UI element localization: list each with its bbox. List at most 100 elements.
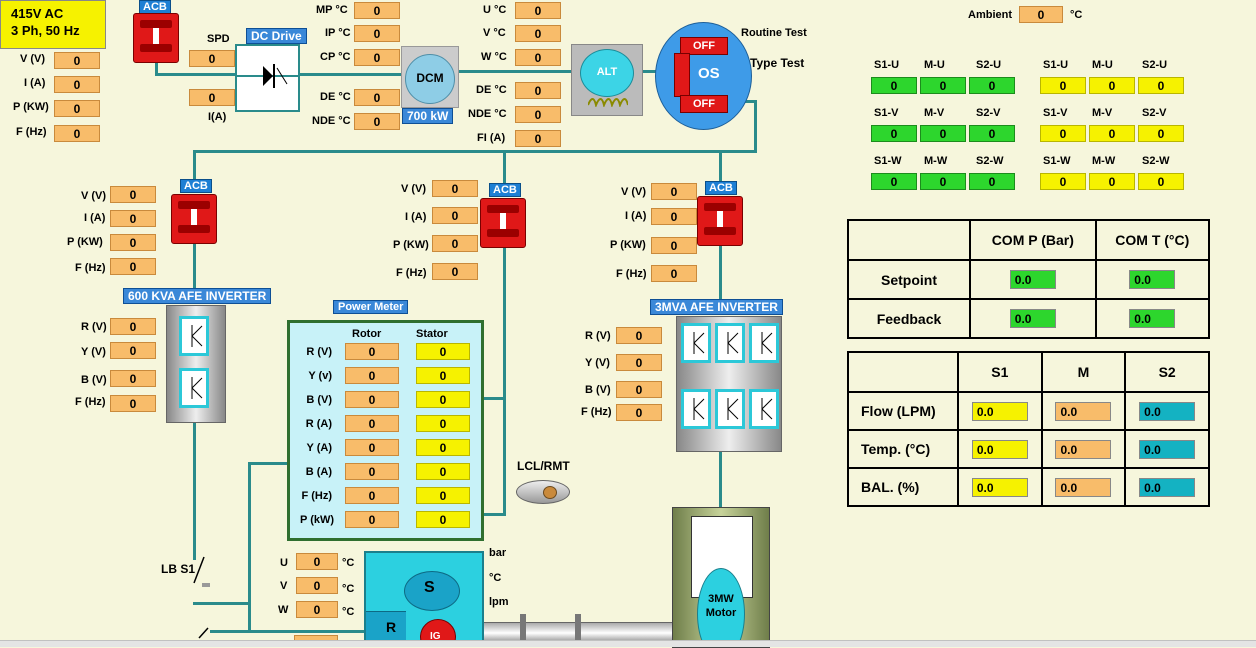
com-t-setpoint[interactable]: 0.0 — [1129, 270, 1176, 289]
flow-table: S1 M S2 Flow (LPM) 0.0 0.0 0.0 Temp. (°C… — [847, 351, 1210, 507]
bal-m: 0.0 — [1055, 477, 1112, 497]
r3-v-label: V (V) — [621, 186, 647, 198]
wg-s1u-value: 0 — [871, 77, 917, 94]
ambient-value: 0 — [1019, 6, 1063, 23]
acb-left[interactable] — [171, 194, 217, 244]
wg-s1u-label: S1-U — [874, 59, 900, 71]
ip-value: 0 — [354, 25, 400, 42]
os-top-off[interactable]: OFF — [680, 37, 728, 55]
os-feed-h — [740, 100, 757, 103]
lb-s1-label: LB S1 — [161, 562, 196, 576]
alt-label: ALT — [596, 66, 618, 78]
r3-b-value: 0 — [616, 381, 662, 398]
com-t-header: COM T (°C) — [1094, 219, 1211, 261]
motor-label-2: Motor — [705, 607, 737, 619]
inv600-f-label: F (Hz) — [75, 262, 106, 274]
pm-stator-value: 0 — [416, 415, 470, 432]
r3-r-value: 0 — [616, 327, 662, 344]
type-test-label[interactable]: Type Test — [750, 56, 805, 70]
inv3mva-cabinet[interactable] — [676, 316, 782, 452]
supply-f-label: F (Hz) — [16, 126, 47, 138]
wy-mu-value: 0 — [1089, 77, 1135, 94]
scrollbar-strip[interactable] — [0, 640, 1256, 647]
wy-s2w-value: 0 — [1138, 173, 1184, 190]
pm-rotor-value: 0 — [345, 343, 399, 360]
temp-s1: 0.0 — [971, 439, 1028, 459]
fi-label: FI (A) — [477, 132, 506, 144]
lb-s1-switch-2[interactable] — [198, 626, 212, 640]
pm-stator-value: 0 — [416, 511, 470, 528]
mid-i-value: 0 — [432, 207, 478, 224]
ig-v-label: V — [280, 580, 288, 592]
inv600-cabinet[interactable] — [166, 305, 226, 423]
ig-r-label: R — [386, 619, 397, 635]
wy-s1u-value: 0 — [1040, 77, 1086, 94]
alt-v-label: V °C — [483, 27, 506, 39]
fi-value: 0 — [515, 130, 561, 147]
bal-s1: 0.0 — [971, 477, 1028, 497]
supply-phase: 3 Ph, 50 Hz — [11, 23, 80, 38]
inv600-r-label: R (V) — [81, 321, 107, 333]
acb-right[interactable] — [697, 196, 743, 246]
pm-row-label: R (A) — [305, 418, 332, 430]
wg-mu-value: 0 — [920, 77, 966, 94]
r3-f-value: 0 — [651, 265, 697, 282]
wg-s2w-value: 0 — [969, 173, 1015, 190]
wy-s1v-label: S1-V — [1043, 107, 1068, 119]
com-p-feedback: 0.0 — [1009, 309, 1056, 328]
ig-left-h1 — [248, 462, 288, 465]
bus-dcm — [300, 73, 404, 76]
alternator[interactable]: ALT — [571, 44, 643, 116]
flow-corner — [847, 351, 959, 393]
ig-unit-bar: bar — [489, 547, 507, 559]
wy-s1w-value: 0 — [1040, 173, 1086, 190]
com-corner — [847, 219, 971, 261]
inv600-v-value: 0 — [110, 186, 156, 203]
motor-3mw[interactable]: 3MW Motor — [672, 507, 770, 648]
mid-i-label: I (A) — [405, 211, 427, 223]
right-drop — [719, 150, 722, 190]
wy-s2w-label: S2-W — [1142, 155, 1170, 167]
bal-label: BAL. (%) — [847, 467, 959, 507]
alt-de-label: DE °C — [476, 84, 507, 96]
os-switch[interactable]: OFF OS OFF — [655, 22, 752, 130]
ig-machine[interactable]: S R IG — [364, 551, 484, 646]
r3-r-label: R (V) — [585, 330, 611, 342]
ambient-label: Ambient — [968, 9, 1012, 21]
alt-u-label: U °C — [483, 4, 507, 16]
wy-s1v-value: 0 — [1040, 125, 1086, 142]
flow-m-header: M — [1040, 351, 1127, 393]
ig-v-unit: °C — [342, 583, 355, 595]
lcl-rmt-toggle[interactable] — [516, 480, 570, 504]
r3-fo-label: F (Hz) — [581, 406, 612, 418]
lb-s1-switch[interactable] — [192, 553, 212, 589]
pm-row-label: P (kW) — [300, 514, 335, 526]
routine-test-label[interactable]: Routine Test — [741, 27, 807, 39]
r3-y-value: 0 — [616, 354, 662, 371]
dc-drive-box[interactable] — [235, 44, 300, 112]
bus-os — [640, 70, 660, 73]
wg-s1w-label: S1-W — [874, 155, 902, 167]
diode-icon — [237, 64, 298, 88]
pm-rotor-value: 0 — [345, 463, 399, 480]
acb-main[interactable] — [133, 13, 179, 63]
supply-p-value: 0 — [54, 100, 100, 117]
pm-rotor-value: 0 — [345, 391, 399, 408]
spd-value: 0 — [189, 50, 235, 67]
mid-drop2 — [503, 246, 506, 516]
igbt-icon — [179, 368, 209, 408]
alt-de-value: 0 — [515, 82, 561, 99]
inv600-v-label: V (V) — [81, 190, 107, 202]
os-bottom-off[interactable]: OFF — [680, 95, 728, 113]
acb-mid[interactable] — [480, 198, 526, 248]
dcm-motor[interactable]: DCM — [401, 46, 459, 108]
acb-left-tag: ACB — [180, 179, 212, 193]
ambient-unit: °C — [1070, 9, 1083, 21]
mid-f-value: 0 — [432, 263, 478, 280]
com-p-setpoint[interactable]: 0.0 — [1009, 270, 1056, 289]
wg-s1w-value: 0 — [871, 173, 917, 190]
ig-left-h2 — [193, 602, 251, 605]
pm-stator-value: 0 — [416, 367, 470, 384]
dc-drive-current-label: I(A) — [208, 111, 227, 123]
wy-s2u-value: 0 — [1138, 77, 1184, 94]
